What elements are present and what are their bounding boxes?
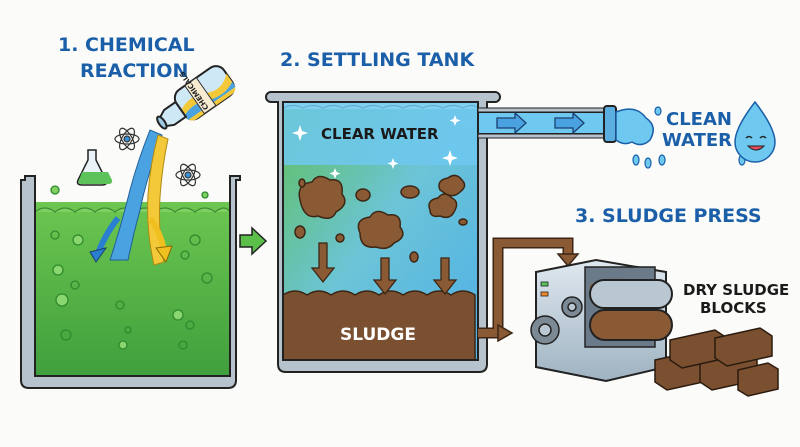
flask-icon — [76, 149, 113, 186]
chemical-bottle: CHEMICALS — [156, 65, 236, 130]
settling-arrows — [310, 242, 458, 296]
clean-water-label-line2: WATER — [662, 130, 732, 151]
yellow-chemical-stream — [147, 134, 169, 266]
stage-1-title-line2: REACTION — [80, 60, 188, 82]
reaction-tank — [20, 129, 241, 389]
atom-icon — [114, 127, 140, 151]
dry-sludge-label: DRY SLUDGE — [683, 281, 789, 299]
stage-3-title: 3. SLUDGE PRESS — [575, 205, 762, 227]
dry-sludge-label-line2: BLOCKS — [700, 299, 767, 317]
top-roller — [589, 279, 673, 309]
settling-tank: CLEAR WATER SLUDGE — [265, 91, 501, 373]
clear-water-label: CLEAR WATER — [321, 125, 439, 143]
sludge-label: SLUDGE — [340, 325, 416, 345]
atom-icon — [175, 163, 201, 187]
tank-wall — [265, 91, 501, 373]
sparkles — [292, 115, 461, 179]
stage-1-title: 1. CHEMICAL — [58, 34, 195, 56]
flow-arrow — [496, 111, 527, 135]
sludge-pipe — [478, 237, 580, 343]
stage-2-title: 2. SETTLING TANK — [280, 49, 475, 71]
tank-wall — [20, 175, 241, 389]
flow-arrow — [554, 111, 585, 135]
sludge-flocs — [294, 174, 468, 263]
dry-sludge-blocks — [654, 327, 779, 397]
status-light-orange — [540, 291, 549, 297]
flow-arrow-1-to-2 — [239, 226, 268, 256]
water-droplet-mascot-icon — [734, 100, 776, 163]
sludge-layer — [279, 290, 476, 361]
blue-chemical-stream — [109, 129, 163, 261]
water-splash — [615, 108, 654, 146]
clean-water-pipe — [477, 105, 746, 169]
clean-water-label: CLEAN — [666, 109, 732, 130]
sludge-press-machine — [530, 258, 673, 383]
status-light-green — [540, 281, 549, 287]
bubbles — [50, 175, 213, 350]
bottom-roller — [589, 309, 673, 341]
